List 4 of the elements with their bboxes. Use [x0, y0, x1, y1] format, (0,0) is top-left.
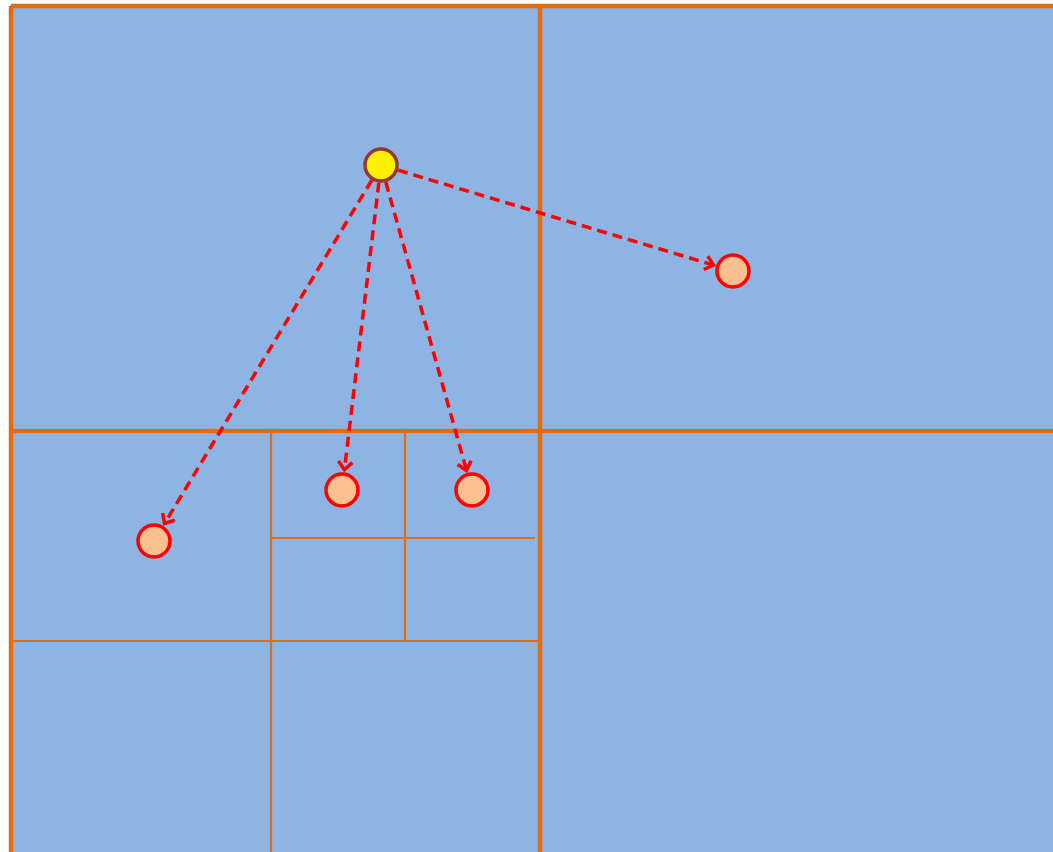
dashed-arrow [337, 182, 381, 473]
dashed-arrow [384, 181, 473, 473]
dashed-arrow [397, 168, 716, 272]
dashed-arrow [160, 179, 374, 526]
